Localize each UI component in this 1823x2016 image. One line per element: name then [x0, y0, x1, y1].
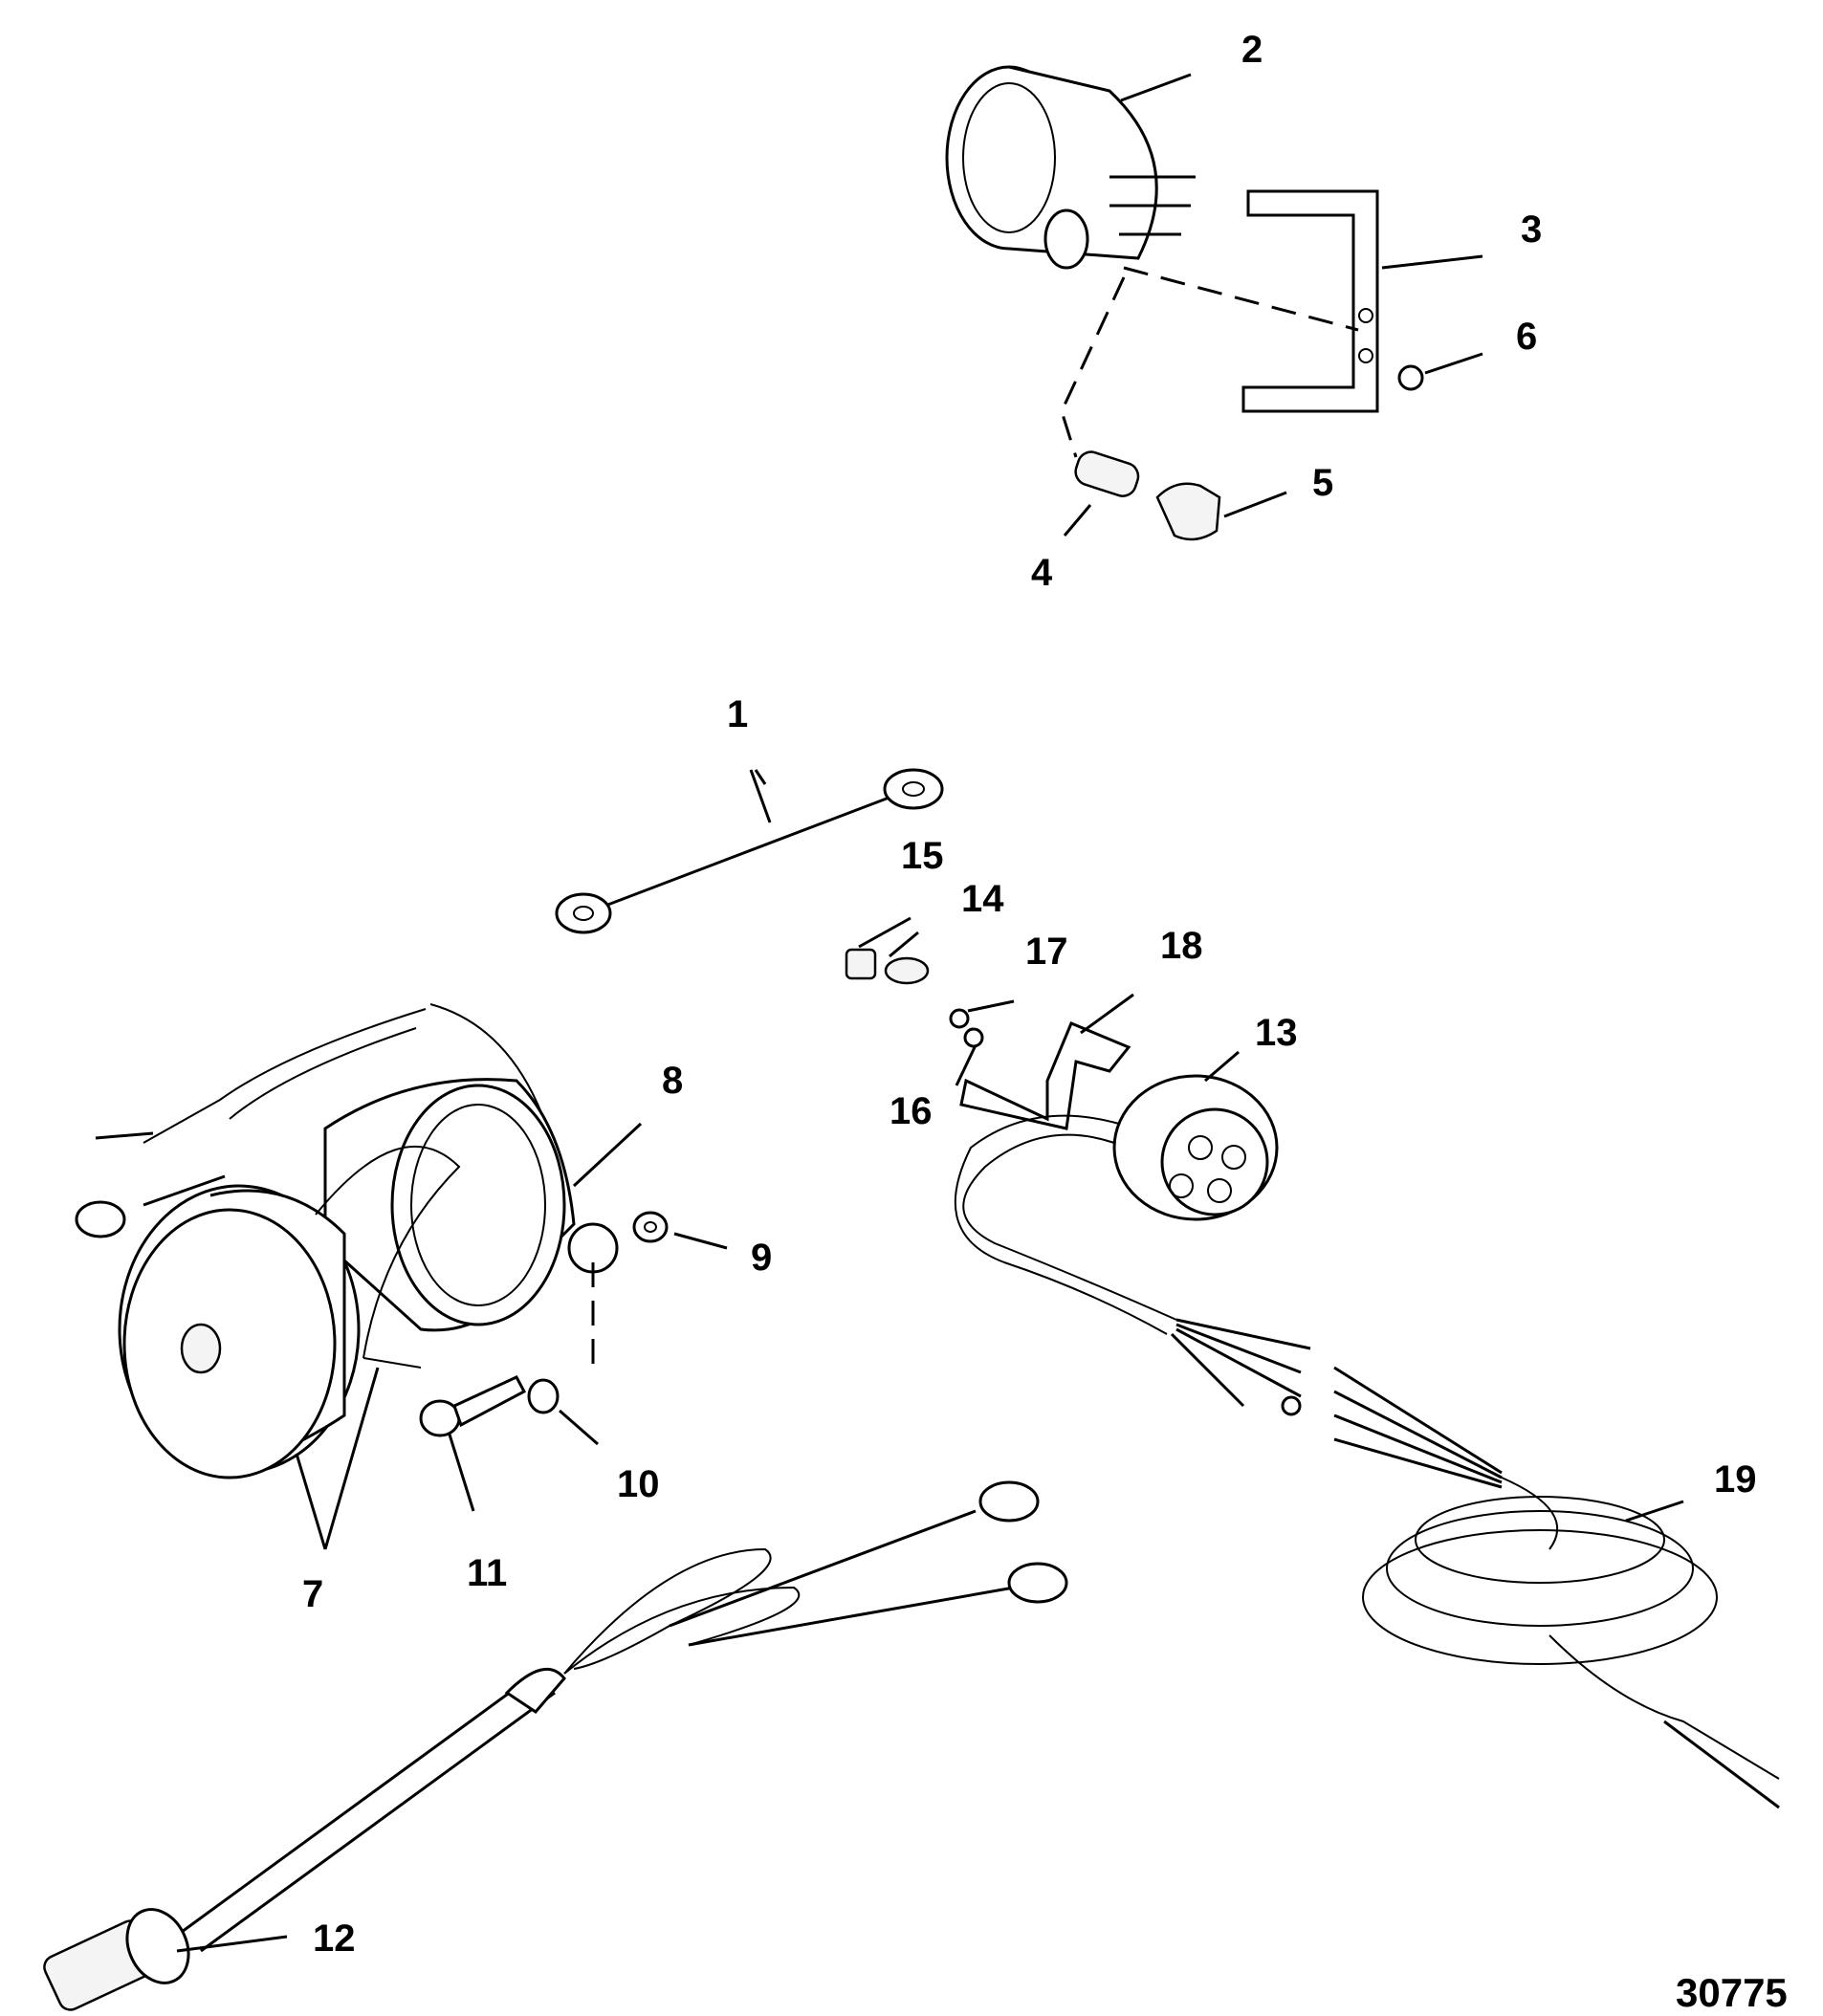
callout-18: 18 — [1160, 925, 1203, 967]
figure-number: 30775 — [1676, 1970, 1788, 2015]
callout-8: 8 — [662, 1060, 683, 1102]
lamp-socket-part — [1074, 450, 1140, 497]
callout-labels: 1 2 3 4 5 6 7 8 9 10 11 12 13 14 15 16 1… — [302, 29, 1788, 2015]
gauge-wiring — [954, 1114, 1311, 1416]
callout-7: 7 — [302, 1573, 323, 1615]
callout-16: 16 — [890, 1090, 933, 1132]
callout-15: 15 — [901, 835, 944, 877]
callout-6: 6 — [1516, 316, 1537, 358]
bulb-small-part — [884, 956, 930, 985]
callout-5: 5 — [1312, 462, 1333, 504]
callout-13: 13 — [1255, 1012, 1298, 1054]
extension-harness-part — [1333, 1366, 1780, 1809]
callout-3: 3 — [1521, 208, 1542, 251]
callout-10: 10 — [617, 1463, 660, 1505]
nut-part — [1397, 364, 1424, 391]
callout-2: 2 — [1241, 29, 1263, 71]
callout-1: 1 — [727, 693, 748, 735]
callout-17: 17 — [1025, 931, 1068, 973]
lock-washer-part — [949, 1008, 970, 1029]
small-parts-group — [845, 948, 1131, 1130]
leader-lines — [176, 73, 1684, 1953]
callout-12: 12 — [313, 1917, 356, 1960]
callout-14: 14 — [961, 878, 1004, 920]
trim-gauge-part — [1112, 1074, 1279, 1221]
sender-housing-part — [75, 1003, 619, 1479]
callout-9: 9 — [751, 1237, 772, 1279]
gauge-body-part — [945, 65, 1196, 270]
mounting-bracket-part — [1241, 189, 1379, 413]
washer-part — [632, 1211, 669, 1243]
callout-19: 19 — [1714, 1458, 1757, 1501]
bulb-part — [1155, 482, 1221, 541]
small-bracket-part — [959, 1021, 1131, 1130]
lamp-holder-part — [845, 948, 877, 980]
callout-4: 4 — [1031, 552, 1053, 594]
wire-harness-part — [43, 1480, 1068, 2011]
ground-strap-part — [555, 768, 944, 934]
hex-nut-part — [527, 1378, 560, 1414]
star-washer-part — [963, 1027, 984, 1048]
screw-part — [419, 1375, 527, 1437]
callout-11: 11 — [467, 1552, 507, 1594]
